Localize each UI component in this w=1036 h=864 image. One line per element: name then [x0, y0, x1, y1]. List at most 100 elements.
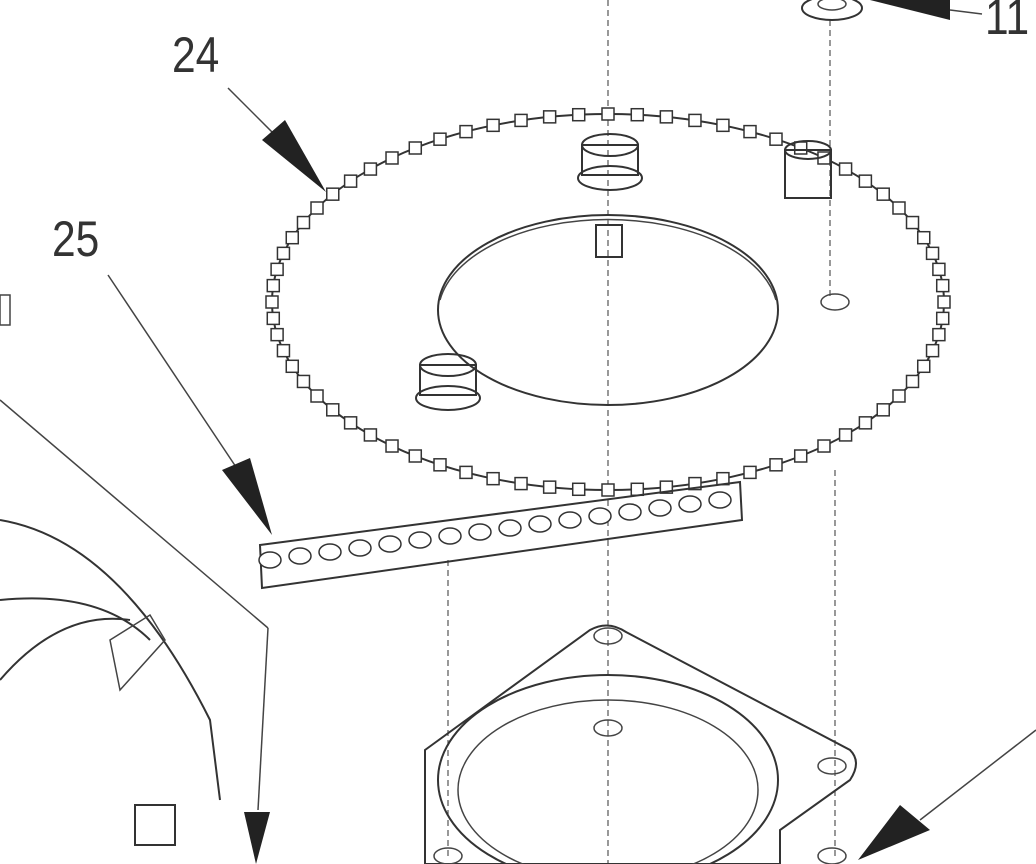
callout-25: 25 — [52, 211, 100, 267]
sprocket-tooth — [876, 403, 890, 417]
sprocket-tooth — [793, 141, 808, 155]
leader-24 — [227, 87, 326, 192]
sprocket-tooth — [916, 230, 931, 245]
sprocket-tooth — [326, 403, 340, 417]
sprocket-tooth — [459, 465, 473, 480]
sprocket-tooth — [892, 389, 906, 403]
chain-link — [528, 515, 552, 533]
sprocket-tooth — [925, 343, 940, 358]
bolt-top — [577, 133, 643, 258]
sprocket-tooth — [285, 230, 300, 245]
sprocket-tooth — [514, 476, 528, 491]
sprocket-tooth — [769, 132, 783, 146]
sprocket-tooth — [905, 215, 920, 230]
dowel-pin — [784, 140, 832, 199]
sprocket-tooth — [932, 262, 946, 277]
sprocket-tooth — [659, 480, 674, 494]
sprocket-tooth — [716, 118, 730, 133]
sprocket-teeth — [265, 107, 951, 497]
sprocket-tooth — [817, 439, 831, 453]
housing-partial — [0, 294, 221, 846]
sprocket-tooth — [433, 132, 447, 146]
sprocket-tooth — [363, 428, 378, 442]
sprocket-tooth — [905, 374, 920, 389]
sprocket-tooth — [343, 174, 358, 188]
sprocket-tooth — [630, 482, 645, 497]
sprocket-tooth — [266, 311, 281, 326]
chain-link — [588, 507, 612, 525]
sprocket-tooth — [935, 278, 950, 293]
chain-link — [318, 543, 342, 561]
sprocket-tooth — [769, 458, 783, 472]
sprocket-part — [265, 107, 951, 497]
leader-lower-right — [858, 729, 1036, 860]
callout-24: 24 — [172, 27, 220, 83]
sprocket-tooth — [858, 174, 873, 188]
chain-link — [288, 547, 312, 565]
sprocket-tooth — [858, 416, 873, 430]
sprocket-tooth — [793, 449, 808, 463]
sprocket-tooth — [892, 201, 906, 215]
sprocket-tooth — [925, 246, 940, 261]
sprocket-tooth — [601, 107, 615, 121]
sprocket-tooth — [486, 118, 500, 133]
chain-link — [258, 551, 282, 569]
sprocket-tooth — [270, 327, 284, 342]
sprocket-tooth — [630, 107, 645, 122]
leader-11 — [870, 0, 983, 20]
chain-link — [708, 491, 732, 509]
leader-lower-left — [0, 399, 270, 864]
sprocket-tooth — [542, 480, 557, 494]
chain-link — [498, 519, 522, 537]
sprocket-tooth — [542, 110, 557, 124]
chain-link — [468, 523, 492, 541]
sprocket-tooth — [408, 449, 423, 463]
sprocket-tooth — [343, 416, 358, 430]
sprocket-tooth — [266, 278, 281, 293]
sprocket-tooth — [296, 374, 311, 389]
sprocket-tooth — [601, 483, 615, 497]
mounting-flange-part — [424, 624, 857, 864]
sprocket-tooth — [408, 141, 423, 155]
sprocket-tooth — [276, 246, 291, 261]
sprocket-tooth — [285, 359, 300, 374]
sprocket-tooth — [838, 428, 853, 442]
chain-link — [348, 539, 372, 557]
sprocket-tooth — [916, 359, 931, 374]
sprocket-tooth — [486, 471, 500, 486]
chain-link — [648, 499, 672, 517]
bolt-left — [415, 353, 481, 411]
chain-link — [408, 531, 432, 549]
leader-25 — [107, 274, 272, 535]
sprocket-center-hole — [437, 214, 779, 406]
sprocket-tooth — [743, 465, 757, 480]
connector — [134, 804, 176, 846]
sprocket-tooth — [459, 124, 473, 139]
washer-part — [801, 0, 863, 21]
sprocket-tooth — [688, 113, 702, 128]
sprocket-tooth — [433, 458, 447, 472]
sprocket-tooth — [935, 311, 950, 326]
sprocket-tooth — [385, 151, 399, 165]
sprocket-tooth — [385, 439, 399, 453]
sprocket-tooth — [326, 187, 340, 201]
chain-link — [618, 503, 642, 521]
chain-link — [438, 527, 462, 545]
sprocket-tooth — [659, 110, 674, 124]
sprocket-tooth — [276, 343, 291, 358]
sprocket-tooth — [296, 215, 311, 230]
sprocket-tooth — [514, 113, 528, 128]
roller-chain-part — [258, 480, 744, 590]
pin-hole — [820, 293, 850, 311]
chain-link — [378, 535, 402, 553]
sprocket-tooth — [838, 162, 853, 176]
sprocket-tooth — [270, 262, 284, 277]
sprocket-tooth — [265, 295, 279, 309]
chain-link — [558, 511, 582, 529]
sprocket-tooth — [363, 162, 378, 176]
sprocket-tooth — [876, 187, 890, 201]
sprocket-tooth — [310, 201, 324, 215]
sprocket-tooth — [937, 295, 951, 309]
sprocket-tooth — [310, 389, 324, 403]
